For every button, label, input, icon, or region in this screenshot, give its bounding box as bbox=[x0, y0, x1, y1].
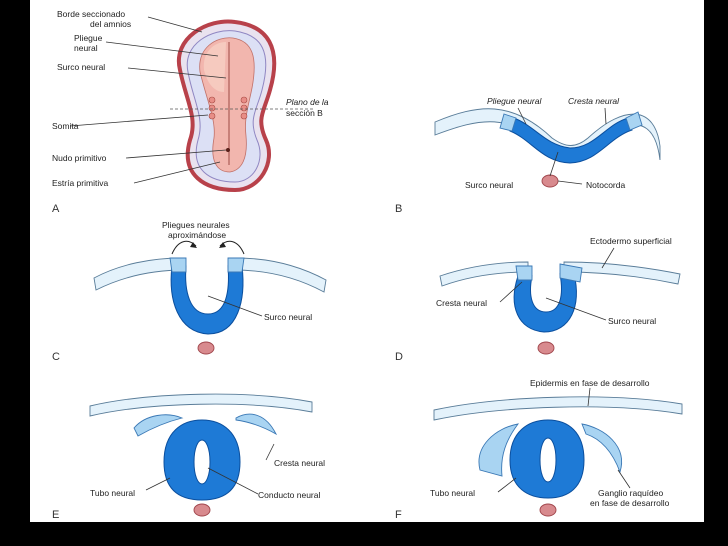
label-somite: Somita bbox=[52, 121, 79, 131]
label-neural-groove-b: Surco neural bbox=[465, 180, 513, 190]
neural-crest-c-right bbox=[227, 257, 245, 273]
ectoderm-c-right bbox=[233, 257, 327, 293]
figure-panel: Borde seccionado del amnios Pliegue neur… bbox=[30, 0, 704, 522]
neural-groove-c bbox=[170, 265, 244, 335]
ganglion-f-left bbox=[478, 423, 520, 477]
panel-e: Cresta neural Tubo neural Conducto neura… bbox=[52, 393, 325, 521]
label-neural-tube-e: Tubo neural bbox=[90, 488, 135, 498]
label-neural-crest-d: Cresta neural bbox=[436, 298, 487, 308]
label-ganglion-2: en fase de desarrollo bbox=[590, 498, 670, 508]
somites bbox=[208, 96, 248, 120]
label-neural-groove-c: Surco neural bbox=[264, 312, 312, 322]
panel-a: Borde seccionado del amnios Pliegue neur… bbox=[52, 9, 329, 215]
label-primitive-streak: Estría primitiva bbox=[52, 178, 108, 188]
label-plane-2: sección B bbox=[286, 108, 323, 118]
notochord-e bbox=[193, 503, 211, 517]
label-approaching-2: aproximándose bbox=[168, 230, 226, 240]
neural-groove-d bbox=[513, 273, 577, 333]
label-approaching-1: Pliegues neurales bbox=[162, 220, 230, 230]
label-neural-canal-e: Conducto neural bbox=[258, 490, 320, 500]
label-neural-crest-e: Cresta neural bbox=[274, 458, 325, 468]
panel-letter-b: B bbox=[395, 203, 402, 215]
label-neural-fold-b: Pliegue neural bbox=[487, 96, 542, 106]
label-notochord-b: Notocorda bbox=[586, 180, 625, 190]
label-neural-fold-1: Pliegue bbox=[74, 33, 103, 43]
neural-crest-b-right bbox=[625, 111, 643, 131]
label-primitive-node: Nudo primitivo bbox=[52, 153, 107, 163]
neural-fold-a bbox=[203, 42, 226, 92]
panel-letter-c: C bbox=[52, 351, 60, 363]
label-amnion-edge-2: del amnios bbox=[90, 19, 131, 29]
panel-letter-e: E bbox=[52, 509, 59, 521]
label-plane-1: Plano de la bbox=[286, 97, 329, 107]
panel-letter-d: D bbox=[395, 351, 403, 363]
label-developing-epidermis: Epidermis en fase de desarrollo bbox=[530, 378, 650, 388]
panel-letter-f: F bbox=[395, 509, 402, 521]
neural-crest-b-left bbox=[499, 113, 517, 132]
label-ganglion-1: Ganglio raquídeo bbox=[598, 488, 663, 498]
notochord-c bbox=[197, 341, 215, 355]
label-neural-groove-d: Surco neural bbox=[608, 316, 656, 326]
label-neural-fold-2: neural bbox=[74, 43, 98, 53]
label-neural-crest-b: Cresta neural bbox=[568, 96, 620, 106]
neural-tube-e bbox=[163, 419, 241, 501]
panel-letter-a: A bbox=[52, 203, 60, 215]
label-neural-groove-a: Surco neural bbox=[57, 62, 105, 72]
neural-tube-f bbox=[509, 419, 585, 499]
notochord-b bbox=[541, 174, 559, 188]
panel-c: Pliegues neurales aproximándose Surco ne… bbox=[52, 220, 327, 363]
label-neural-tube-f: Tubo neural bbox=[430, 488, 475, 498]
ectoderm-d-left bbox=[439, 261, 529, 287]
neural-crest-c-left bbox=[169, 257, 187, 273]
neural-plate-b bbox=[509, 117, 633, 164]
panel-b: Pliegue neural Cresta neural Surco neura… bbox=[395, 96, 661, 215]
notochord-f bbox=[539, 503, 557, 517]
notochord-d bbox=[537, 341, 555, 355]
ganglion-f-right bbox=[581, 423, 622, 474]
neural-crest-d-right bbox=[559, 263, 583, 283]
label-surface-ectoderm: Ectodermo superficial bbox=[590, 236, 672, 246]
neural-crest-d-left bbox=[515, 265, 533, 281]
ectoderm-e bbox=[89, 393, 313, 417]
panel-f: Epidermis en fase de desarrollo Tubo neu… bbox=[395, 378, 683, 521]
ectoderm-d-right bbox=[563, 261, 681, 285]
neurulation-diagram: Borde seccionado del amnios Pliegue neur… bbox=[52, 9, 683, 521]
primitive-node bbox=[226, 148, 230, 152]
neural-crest-e-right bbox=[235, 413, 278, 436]
label-amnion-edge-1: Borde seccionado bbox=[57, 9, 125, 19]
epidermis-f bbox=[433, 396, 683, 421]
panel-d: Ectodermo superficial Cresta neural Surc… bbox=[395, 236, 681, 363]
neural-crest-e-left bbox=[133, 414, 184, 437]
